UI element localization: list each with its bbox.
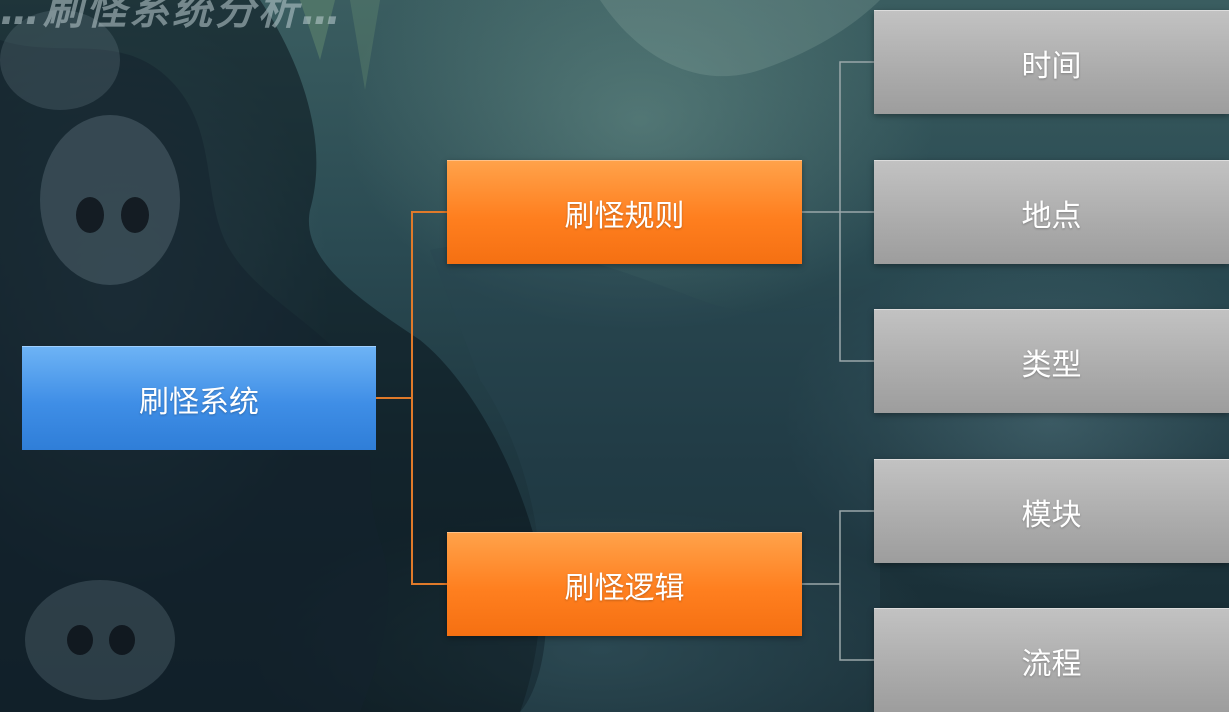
leaf-node-label: 流程	[1021, 646, 1082, 682]
leaf-node-label: 类型	[1021, 347, 1082, 383]
branch-node-label: 刷怪逻辑	[564, 570, 685, 606]
leaf-node-label: 地点	[1021, 198, 1082, 234]
banner-title: …刷怪系统分析…	[0, 0, 344, 34]
root-node-label: 刷怪系统	[139, 384, 259, 420]
root-to-branch-connectors	[376, 211, 447, 585]
leaf-node-label: 时间	[1021, 48, 1082, 84]
leaf-node-flow: 流程	[874, 608, 1229, 712]
branch-node-label: 刷怪规则	[564, 198, 685, 234]
leaf-node-type: 类型	[874, 309, 1229, 413]
connector-root-bracket	[411, 211, 447, 585]
leaf-node-module: 模块	[874, 459, 1229, 563]
branch-node-spawn-logic: 刷怪逻辑	[447, 532, 802, 636]
root-node: 刷怪系统	[22, 346, 376, 450]
leaf-node-label: 模块	[1021, 497, 1082, 533]
branch-to-leaf-connectors	[802, 61, 874, 661]
leaf-node-time: 时间	[874, 10, 1229, 114]
branch-node-spawn-rules: 刷怪规则	[447, 160, 802, 264]
leaf-node-location: 地点	[874, 160, 1229, 264]
connector-branch-bracket	[839, 510, 874, 661]
